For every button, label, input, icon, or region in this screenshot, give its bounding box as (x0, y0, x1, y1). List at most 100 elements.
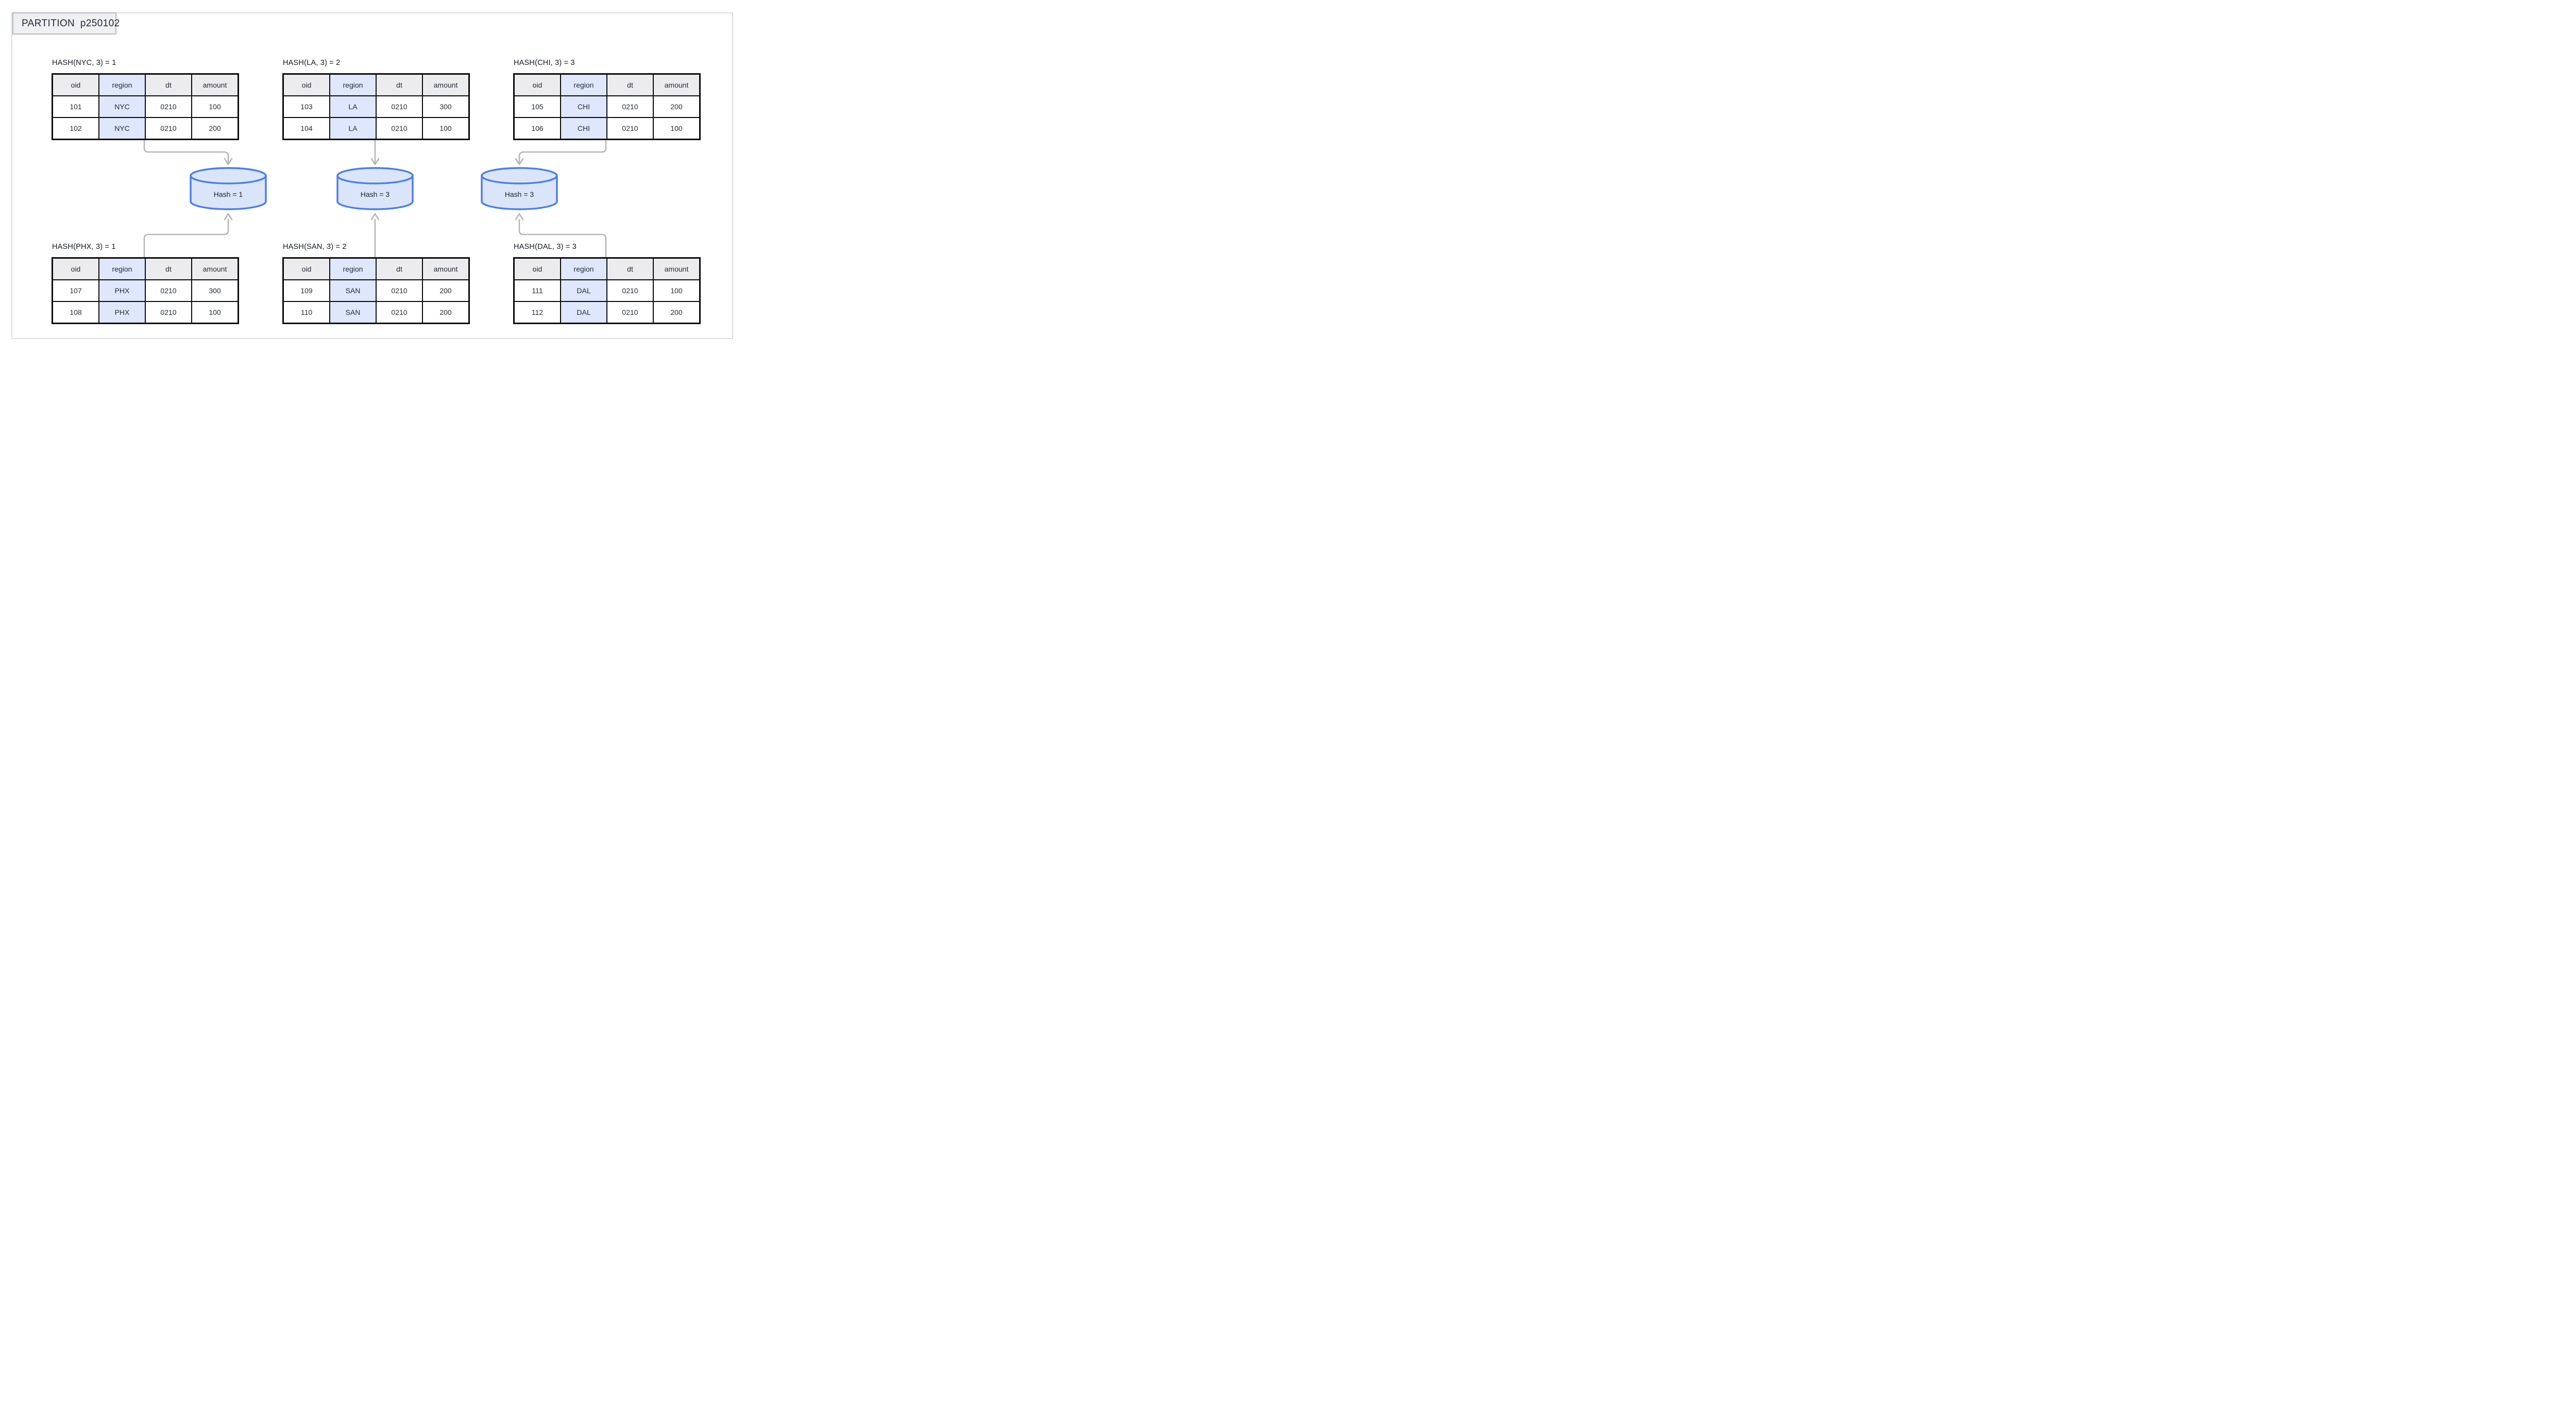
table-cell: 109 (282, 279, 330, 302)
table-group-chi: HASH(CHI, 3) = 3 oid region dt amount 10… (513, 59, 705, 140)
column-header-amount: amount (422, 73, 470, 96)
table-title-phx: HASH(PHX, 3) = 1 (52, 243, 116, 251)
partition-label-box: PARTITION p250102 (12, 12, 120, 35)
table-cell: NYC (98, 95, 146, 118)
table-cell: PHX (98, 301, 146, 324)
column-header-dt: dt (606, 257, 654, 280)
table-row: 103 LA 0210 300 (282, 95, 470, 118)
table-cell: SAN (329, 301, 377, 324)
table-row: 107 PHX 0210 300 (52, 279, 239, 302)
partition-label-text: PARTITION p250102 (22, 18, 120, 29)
table-cell: 100 (191, 95, 239, 118)
table-cell: 0210 (376, 279, 423, 302)
table-cell: 200 (653, 95, 701, 118)
table-cell: 103 (282, 95, 330, 118)
column-header-region: region (329, 257, 377, 280)
table-cell: 105 (513, 95, 561, 118)
column-header-oid: oid (282, 257, 330, 280)
data-table-san: oid region dt amount 109 SAN 0210 200 11… (282, 257, 470, 324)
data-table-nyc: oid region dt amount 101 NYC 0210 100 10… (52, 73, 239, 140)
column-header-dt: dt (145, 73, 192, 96)
table-row: 104 LA 0210 100 (282, 117, 470, 140)
table-row: 108 PHX 0210 100 (52, 301, 239, 324)
table-cell: SAN (329, 279, 377, 302)
table-group-phx: HASH(PHX, 3) = 1 oid region dt amount 10… (52, 243, 243, 324)
column-header-region: region (329, 73, 377, 96)
column-header-oid: oid (513, 257, 561, 280)
table-cell: 0210 (376, 95, 423, 118)
table-row: 110 SAN 0210 200 (282, 301, 470, 324)
data-table-phx: oid region dt amount 107 PHX 0210 300 10… (52, 257, 239, 324)
column-header-amount: amount (422, 257, 470, 280)
table-cell: PHX (98, 279, 146, 302)
table-title-dal: HASH(DAL, 3) = 3 (514, 243, 577, 251)
table-cell: 106 (513, 117, 561, 140)
data-table-la: oid region dt amount 103 LA 0210 300 104… (282, 73, 470, 140)
table-title-chi: HASH(CHI, 3) = 3 (514, 59, 575, 67)
table-cell: 107 (52, 279, 99, 302)
column-header-region: region (98, 73, 146, 96)
table-cell: 102 (52, 117, 99, 140)
table-cell: 100 (422, 117, 470, 140)
table-cell: 200 (653, 301, 701, 324)
table-cell: 104 (282, 117, 330, 140)
table-title-san: HASH(SAN, 3) = 2 (283, 243, 347, 251)
column-header-amount: amount (191, 73, 239, 96)
table-cell: CHI (560, 117, 607, 140)
table-cell: 0210 (606, 117, 654, 140)
table-cell: 112 (513, 301, 561, 324)
partition-frame (11, 12, 733, 339)
table-row: 105 CHI 0210 200 (513, 95, 701, 118)
table-cell: 101 (52, 95, 99, 118)
table-cell: DAL (560, 301, 607, 324)
table-cell: 0210 (606, 95, 654, 118)
column-header-dt: dt (606, 73, 654, 96)
table-cell: 111 (513, 279, 561, 302)
table-cell: 0210 (145, 117, 192, 140)
column-header-region: region (98, 257, 146, 280)
data-table-chi: oid region dt amount 105 CHI 0210 200 10… (513, 73, 701, 140)
table-cell: 0210 (376, 301, 423, 324)
table-cell: CHI (560, 95, 607, 118)
table-cell: 0210 (145, 301, 192, 324)
column-header-oid: oid (282, 73, 330, 96)
table-cell: LA (329, 117, 377, 140)
column-header-region: region (560, 257, 607, 280)
table-row: 101 NYC 0210 100 (52, 95, 239, 118)
table-row: 109 SAN 0210 200 (282, 279, 470, 302)
table-group-dal: HASH(DAL, 3) = 3 oid region dt amount 11… (513, 243, 705, 324)
table-cell: 300 (422, 95, 470, 118)
table-cell: DAL (560, 279, 607, 302)
table-cell: 100 (653, 279, 701, 302)
table-cell: 0210 (606, 279, 654, 302)
column-header-dt: dt (145, 257, 192, 280)
data-table-dal: oid region dt amount 111 DAL 0210 100 11… (513, 257, 701, 324)
table-row: 106 CHI 0210 100 (513, 117, 701, 140)
table-cell: 0210 (376, 117, 423, 140)
table-cell: 200 (422, 279, 470, 302)
table-cell: LA (329, 95, 377, 118)
column-header-region: region (560, 73, 607, 96)
column-header-amount: amount (653, 73, 701, 96)
table-group-la: HASH(LA, 3) = 2 oid region dt amount 103… (282, 59, 474, 140)
table-cell: 200 (191, 117, 239, 140)
table-title-la: HASH(LA, 3) = 2 (283, 59, 341, 67)
table-group-nyc: HASH(NYC, 3) = 1 oid region dt amount 10… (52, 59, 243, 140)
table-cell: 0210 (606, 301, 654, 324)
table-cell: 100 (191, 301, 239, 324)
column-header-dt: dt (376, 257, 423, 280)
column-header-oid: oid (513, 73, 561, 96)
table-cell: 100 (653, 117, 701, 140)
column-header-amount: amount (653, 257, 701, 280)
table-cell: 0210 (145, 95, 192, 118)
table-row: 112 DAL 0210 200 (513, 301, 701, 324)
table-row: 111 DAL 0210 100 (513, 279, 701, 302)
table-cell: 0210 (145, 279, 192, 302)
column-header-dt: dt (376, 73, 423, 96)
table-cell: 300 (191, 279, 239, 302)
table-cell: 200 (422, 301, 470, 324)
column-header-amount: amount (191, 257, 239, 280)
table-cell: 108 (52, 301, 99, 324)
column-header-oid: oid (52, 73, 99, 96)
table-cell: 110 (282, 301, 330, 324)
